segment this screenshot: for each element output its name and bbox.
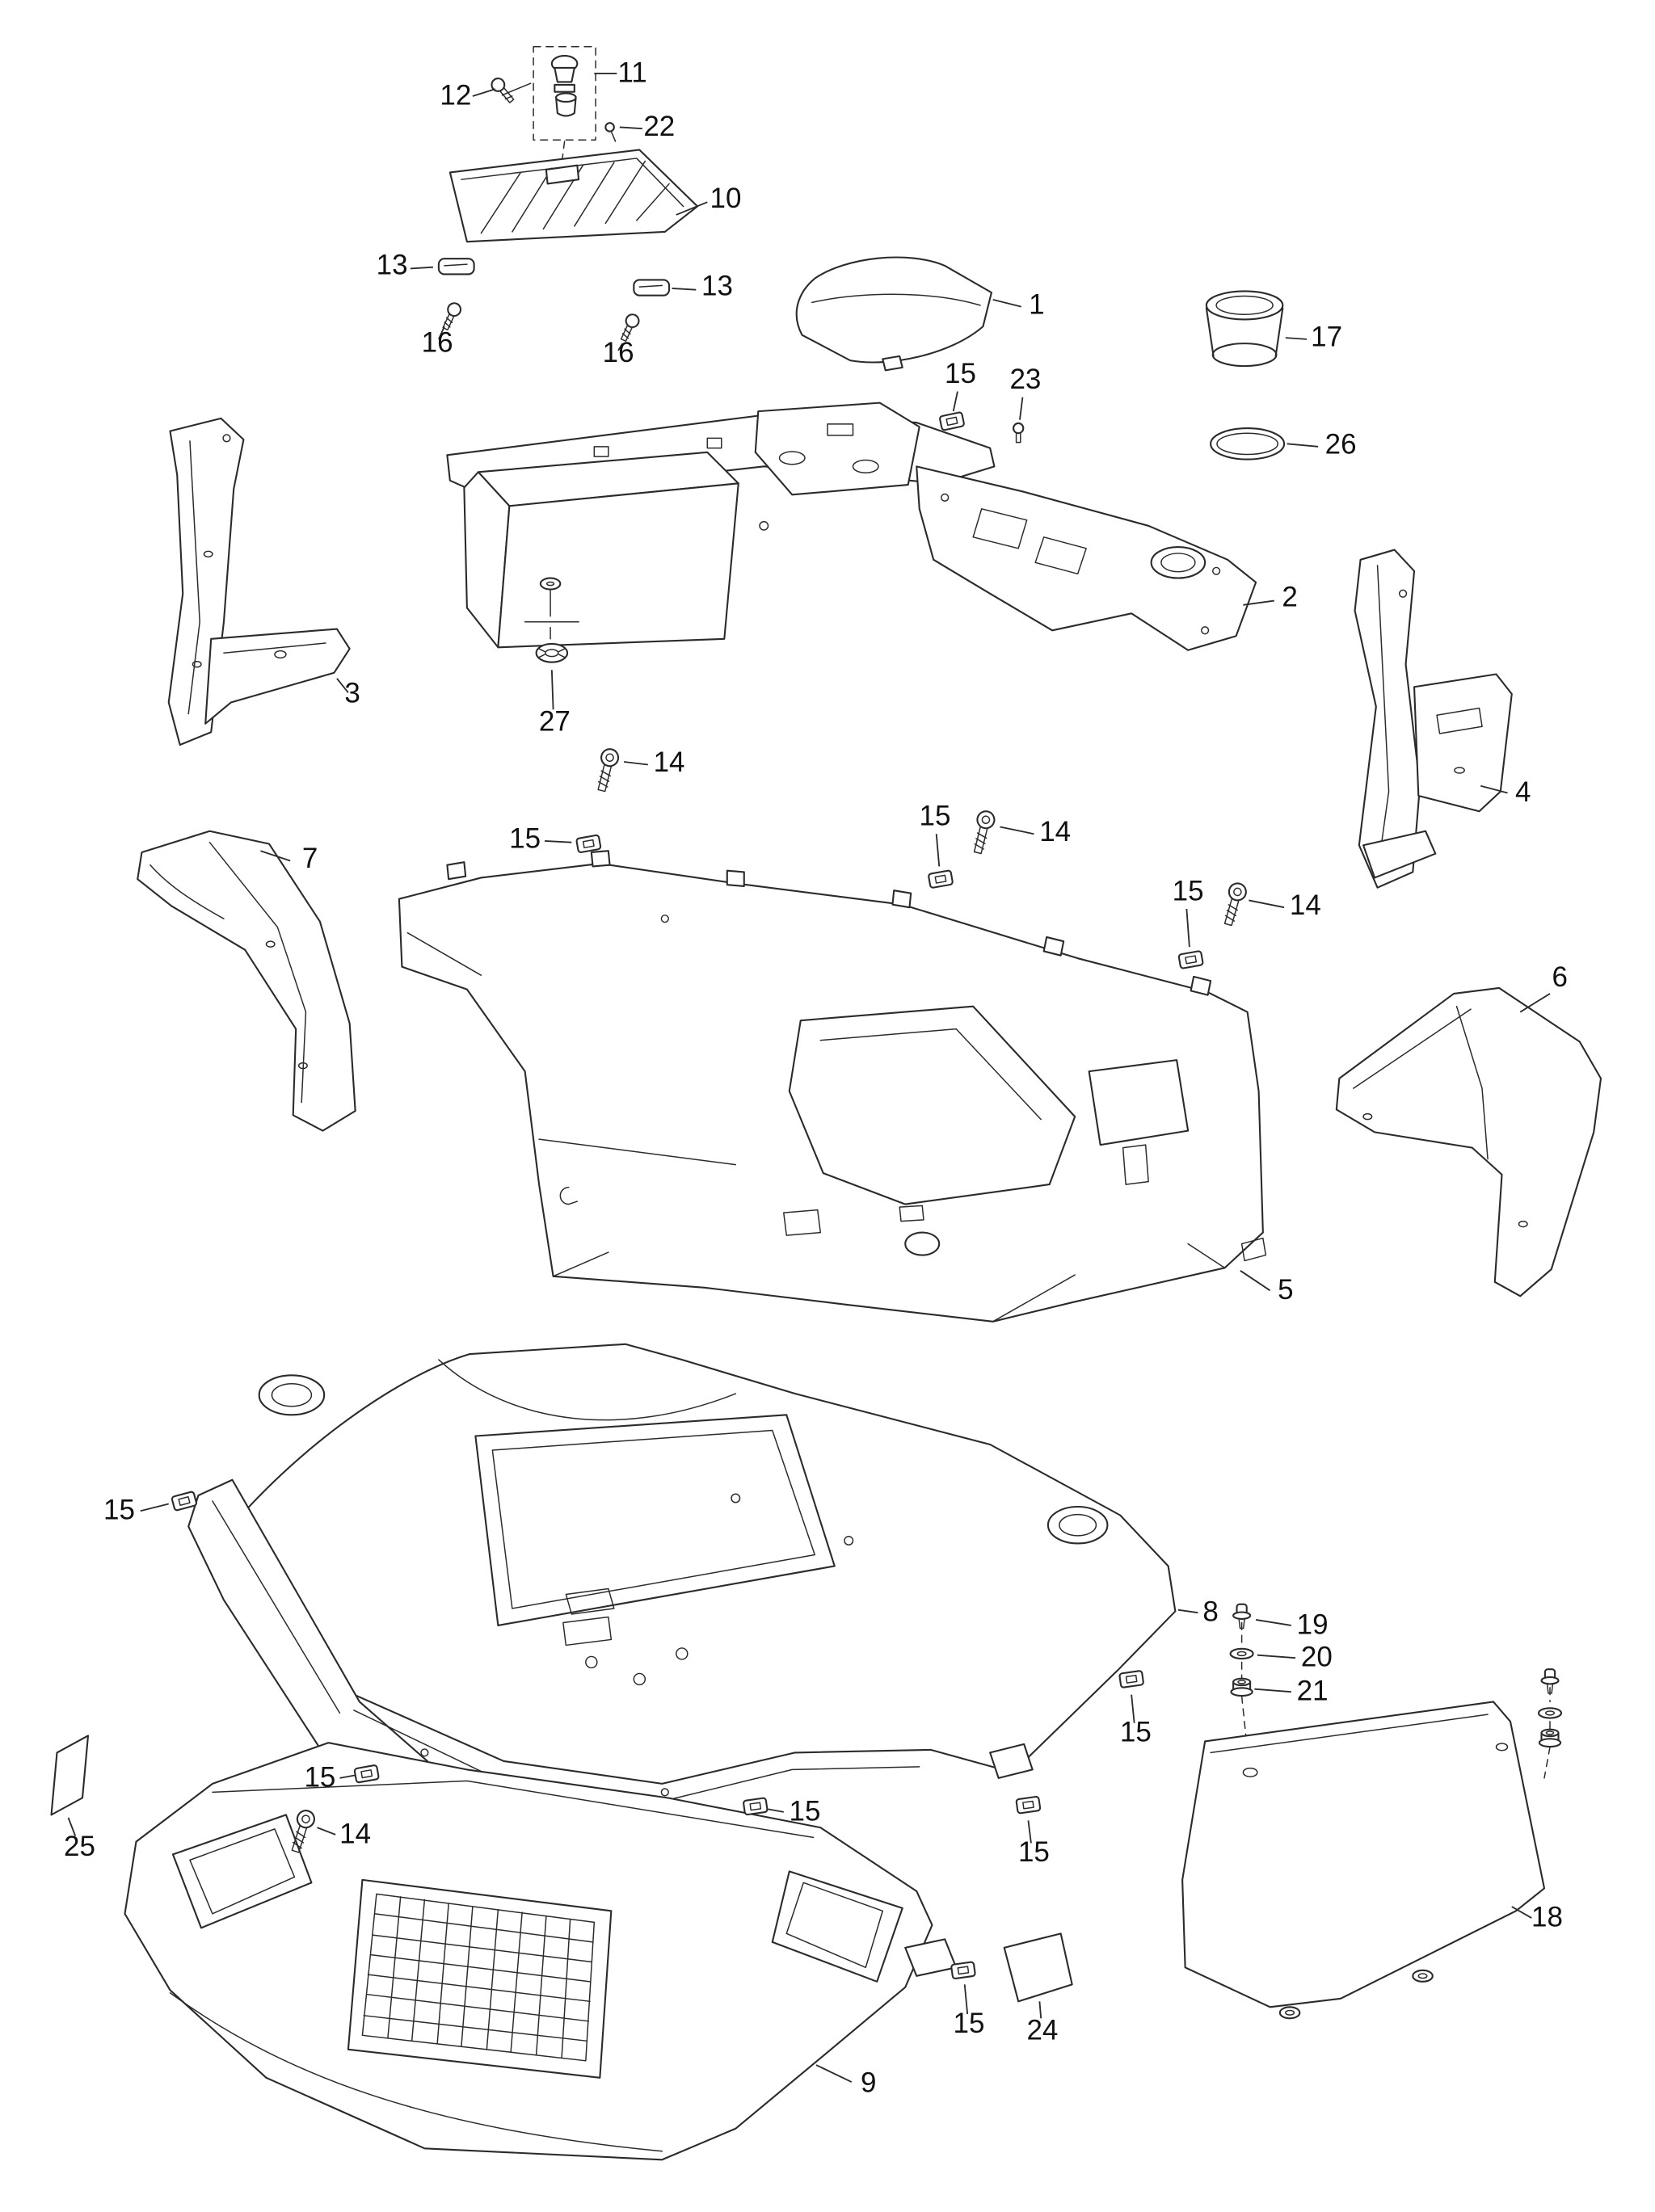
callout-15-top: 15 [945,358,976,389]
part-6-fender-right [1335,986,1602,1297]
callout-15-f: 15 [304,1761,335,1793]
callout-27: 27 [539,706,571,738]
callout-14-a: 14 [654,746,685,778]
part-9-front-fascia [124,1742,958,2161]
callout-17: 17 [1311,322,1342,353]
part-15-clip-d [171,1490,198,1512]
callout-15-d: 15 [103,1495,135,1526]
callout-22: 22 [643,111,675,142]
part-7-fender-left [137,830,356,1132]
part-13-clip-right [633,279,671,296]
callout-13-b: 13 [701,271,733,302]
part-15-clip-top [938,410,966,431]
callout-1: 1 [1029,288,1044,320]
part-10-grille-vent-panel [448,149,699,243]
hardware-stack-right [1537,1668,1563,1779]
part-8-hood [187,1343,1177,1802]
callout-8: 8 [1202,1596,1218,1628]
part-15-clip-a [575,834,602,854]
part-15-clip-f [353,1764,381,1784]
callout-15-b: 15 [920,801,951,832]
callout-15-c: 15 [1173,875,1204,906]
callout-labels: 11 12 22 10 13 13 16 16 1 17 15 23 26 2 … [64,57,1568,2098]
callout-14-c: 14 [1290,889,1321,921]
part-15-clip-i [950,1961,977,1980]
callout-21: 21 [1297,1676,1329,1707]
part-17-cup-holder [1205,290,1284,368]
part-14-screw-b [968,808,997,856]
part-13-clip-left [437,258,475,275]
callout-24: 24 [1026,2015,1058,2046]
callout-11: 11 [617,57,646,88]
part-15-clip-c [1177,949,1204,970]
callout-15-a: 15 [509,823,541,855]
part-3-bracket-left [167,417,351,746]
part-26-o-ring [1210,427,1286,460]
callout-2: 2 [1282,582,1297,613]
part-15-clip-g [742,1797,769,1816]
callout-5: 5 [1278,1274,1293,1306]
part-18-side-panel [1181,1701,1546,2020]
callout-15-h: 15 [1018,1836,1050,1868]
callout-15-e: 15 [1120,1716,1152,1747]
callout-23: 23 [1009,364,1041,395]
callout-18: 18 [1531,1902,1563,1933]
callout-7: 7 [302,843,318,874]
callout-3: 3 [344,678,360,709]
part-4-bracket-right [1354,549,1513,889]
callout-14-b: 14 [1039,816,1071,847]
part-12-screw [488,74,532,107]
part-22-screw [604,122,617,142]
callout-16-a: 16 [422,327,453,359]
callout-15-g: 15 [790,1795,821,1827]
part-1-pod-cover [795,256,992,372]
part-25-decal [50,1735,90,1816]
part-14-screw-c [1219,880,1249,928]
part-2-dash-panel [446,402,1257,651]
part-15-clip-h [1015,1795,1042,1815]
callout-12: 12 [440,79,471,111]
callout-26: 26 [1325,429,1357,460]
callout-10: 10 [710,183,742,214]
leader-lines [67,73,1551,2083]
part-15-clip-e [1118,1669,1145,1689]
callout-9: 9 [861,2067,876,2098]
part-24-decal [1003,1932,1073,2003]
part-11-plug-assembly [533,45,596,165]
callout-6: 6 [1552,961,1568,993]
part-14-screw-a [592,746,621,794]
part-23-screw [1013,422,1025,444]
callout-25: 25 [64,1831,95,1862]
callout-15-i: 15 [953,2008,984,2039]
part-27-washer-set [524,577,579,663]
callout-4: 4 [1515,776,1531,808]
callout-20: 20 [1301,1642,1333,1673]
callout-16-b: 16 [603,337,634,368]
part-15-clip-b [927,869,954,889]
callout-14-d: 14 [339,1818,371,1849]
part-5-inner-body-panel [398,850,1267,1323]
callout-13-a: 13 [377,249,408,280]
callout-19: 19 [1297,1609,1329,1640]
